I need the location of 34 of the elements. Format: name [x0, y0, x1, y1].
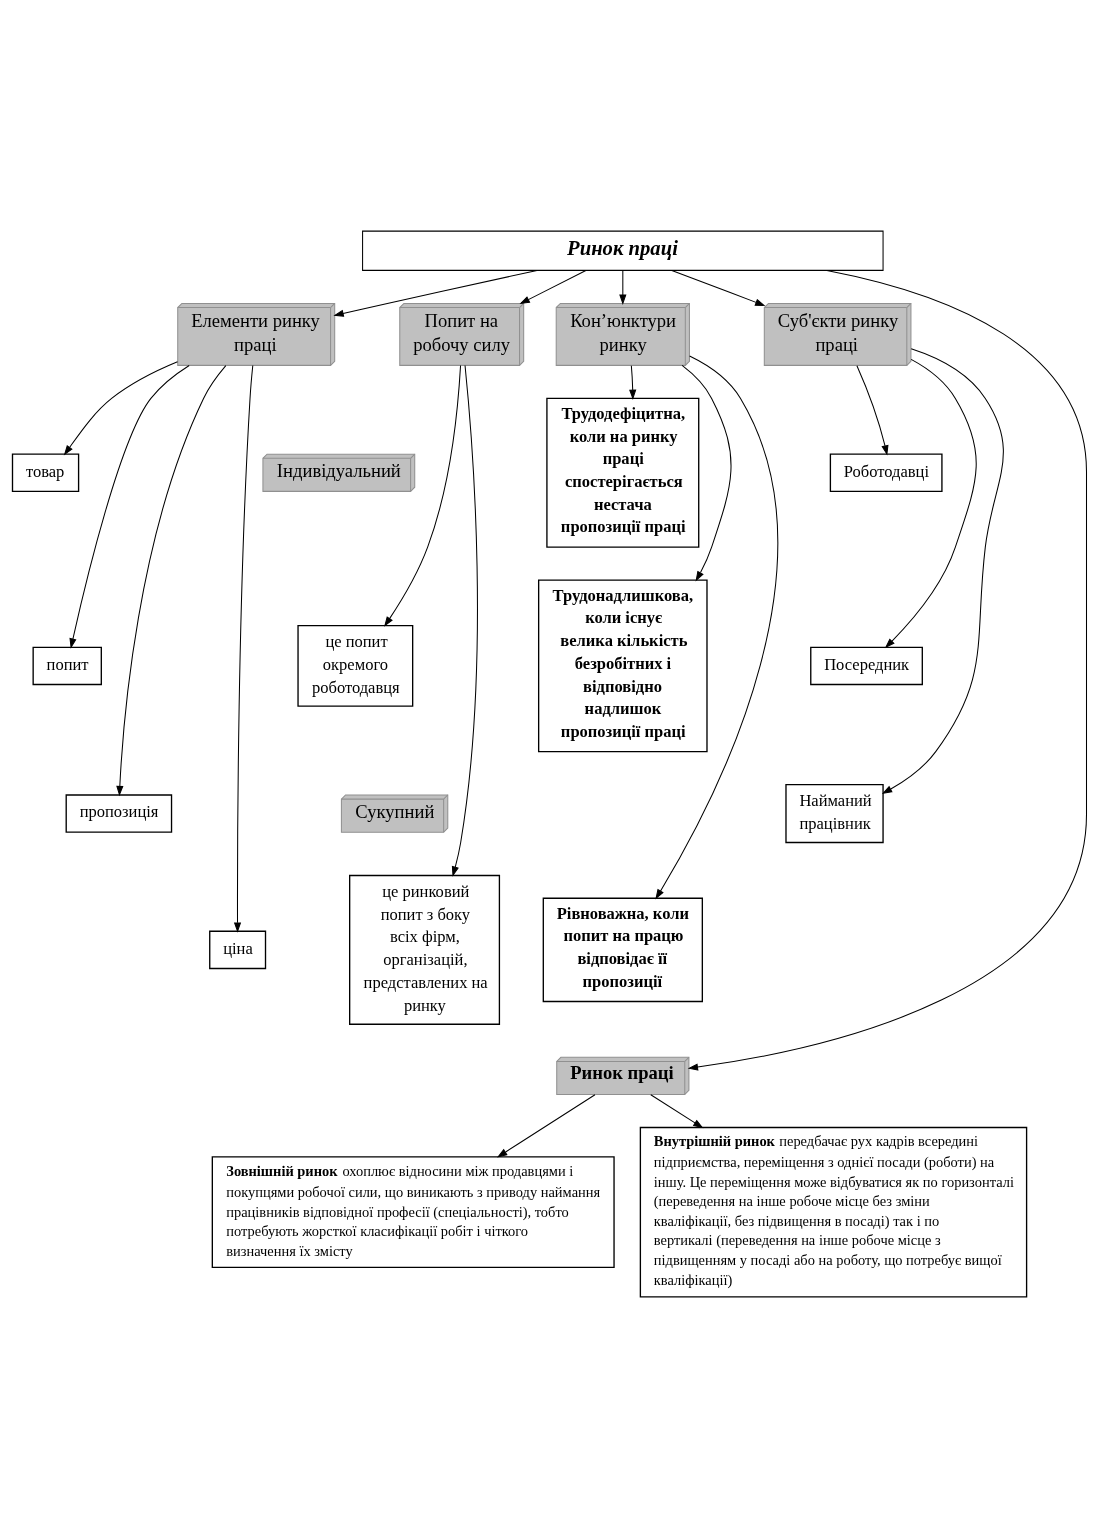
- node-box: Ринок праці: [362, 230, 884, 271]
- arrow: [451, 364, 478, 877]
- arrow: [116, 365, 227, 797]
- node-box: Посередник: [810, 646, 923, 686]
- arrow: [629, 365, 637, 400]
- node-box: Внутрішній ринок передбачає рух кадрів всередині підприємства, переміщення з однієї посади (роботи) на іншу. Це переміщення може відбуватися як по горизонталі (переведення на інше робоче місце без зміни кваліфікації, без підвищення в посаді) так і по вертикалі (переведення на інше робоче місце з підвищенням у посаді або на роботу, що потребує вищої кваліфікації): [639, 1126, 1028, 1298]
- node-box: ціна: [209, 930, 267, 970]
- arrow: [881, 348, 1004, 794]
- arrow: [856, 365, 889, 456]
- node-box: це ринковий попит з боку всіх фірм, організацій, представлених на ринку: [349, 874, 501, 1025]
- arrow: [655, 355, 778, 900]
- arrow: [333, 269, 538, 317]
- node-box: попит: [32, 646, 102, 686]
- arrow: [619, 270, 627, 305]
- node-box: пропозиція: [65, 794, 173, 833]
- arrow: [519, 270, 587, 305]
- node-box: Зовнішній ринок охоплює відносини між продавцями і покупцями робочої сили, що виникають з приводу наймання працівників відповідної професії (спеціальності), тобто потребують жорсткої класифікації робіт і чіткого визначення їх змісту: [211, 1156, 615, 1269]
- node-box: Найманий працівник: [785, 784, 884, 844]
- arrow: [63, 361, 178, 456]
- arrow: [884, 358, 977, 649]
- node-box: Трудодефіцитна, коли на ринку праці спостерігається нестача пропозиції праці: [546, 397, 700, 548]
- arrow: [671, 269, 766, 306]
- node-box: Трудонадлишкова, коли існує велика кількість безробітних і відповідно надлишок пропозиції праці: [538, 579, 708, 753]
- node-box: Рівноважна, коли попит на працю відповідає її пропозиції: [542, 897, 703, 1003]
- arrow: [650, 1094, 704, 1129]
- arrow: [687, 269, 1087, 1071]
- node-box: Роботодавці: [829, 453, 943, 493]
- node-box: товар: [11, 453, 80, 493]
- arrow: [69, 365, 190, 649]
- arrow: [496, 1094, 596, 1158]
- arrow: [384, 364, 462, 627]
- arrow: [681, 364, 732, 582]
- node-box: це попит окремого роботодавця: [297, 624, 414, 707]
- arrow: [233, 365, 254, 933]
